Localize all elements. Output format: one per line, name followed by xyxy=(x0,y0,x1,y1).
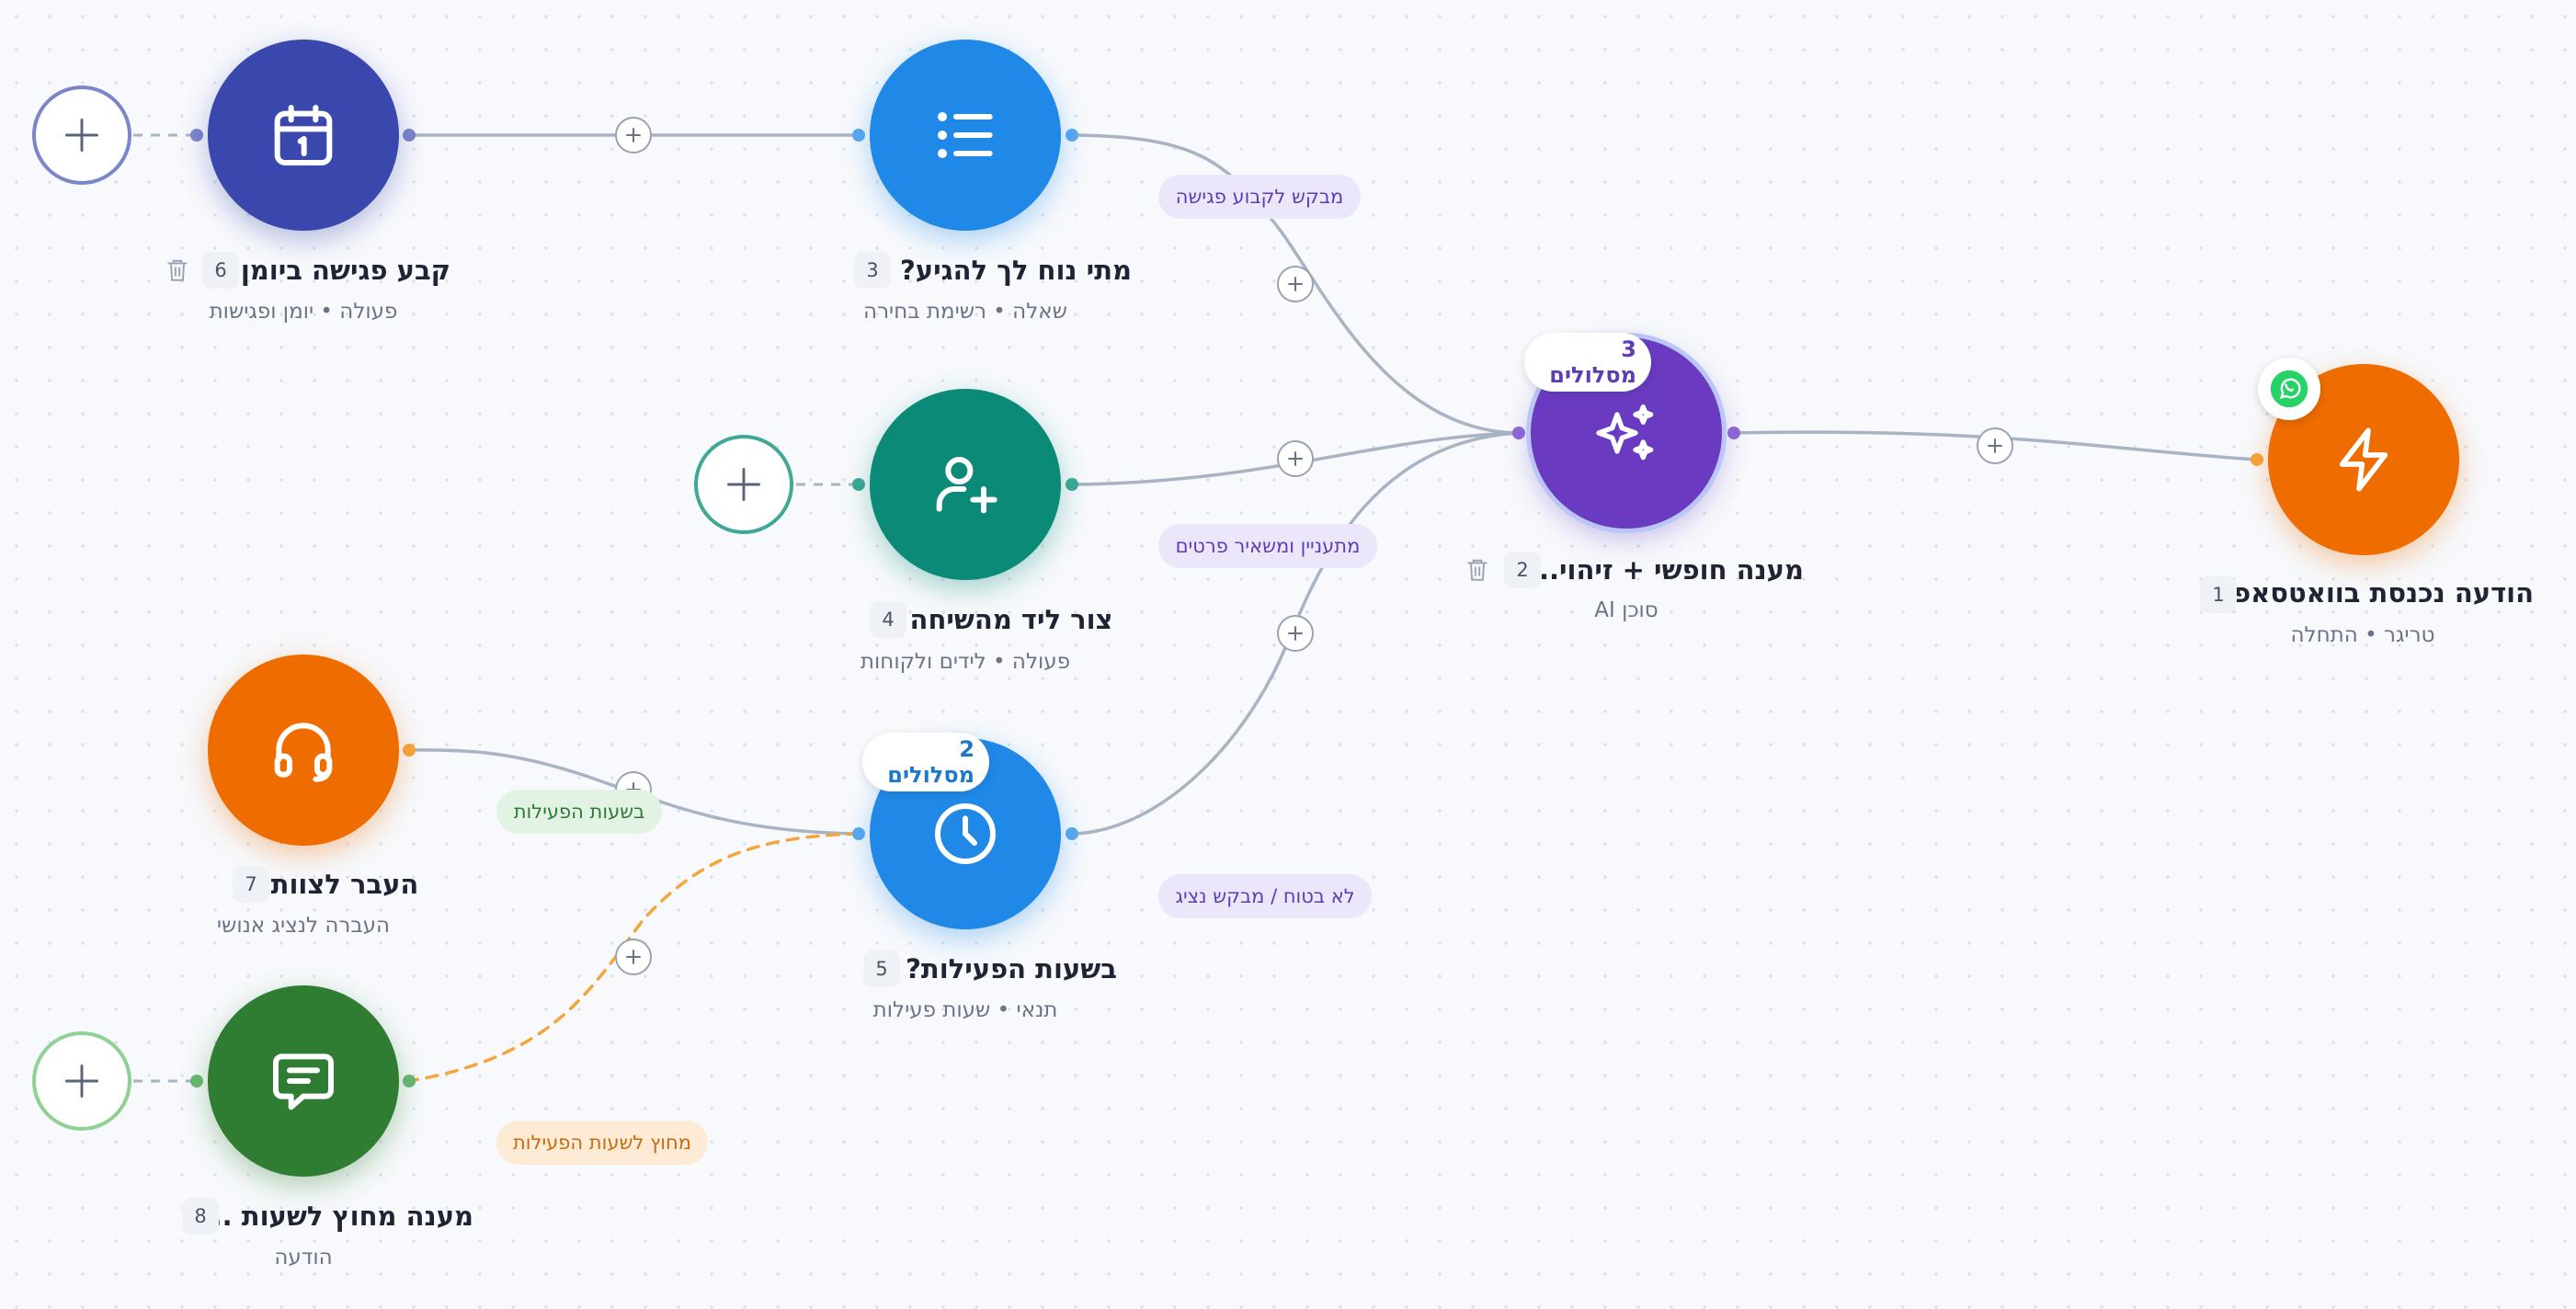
node-subtitle: פעולה • לידים ולקוחות xyxy=(860,650,1071,674)
handle xyxy=(403,129,416,142)
plus-icon xyxy=(1288,451,1303,466)
node-subtitle: סוכן AI xyxy=(1594,598,1658,622)
edge-condition-to-team xyxy=(407,748,861,836)
handle xyxy=(1066,129,1078,142)
handle xyxy=(403,1075,416,1087)
edge-trigger-to-ai xyxy=(1732,430,2259,461)
plus-icon xyxy=(65,119,98,152)
node-subtitle: פעולה • יומן ופגישות xyxy=(209,300,398,324)
delete-node-button[interactable] xyxy=(1465,557,1489,583)
list-icon xyxy=(938,112,993,158)
node-title: מענה חופשי + זיהוי... xyxy=(1528,554,1804,586)
node-subtitle: העברה לנציג אנושי xyxy=(216,914,391,938)
node-after-hours-message[interactable] xyxy=(208,985,399,1177)
handle xyxy=(852,129,865,142)
insert-step-button[interactable] xyxy=(615,939,652,975)
edge-label-interested: מתעניין ומשאיר פרטים xyxy=(1158,524,1377,568)
calendar-icon xyxy=(274,105,333,165)
edge-label-out-hours: מחוץ לשעות הפעילות xyxy=(496,1121,708,1165)
handle xyxy=(2251,453,2263,466)
plus-icon xyxy=(626,128,641,142)
plus-icon xyxy=(727,468,760,501)
node-number: 8 xyxy=(182,1198,219,1235)
edge-ai-to-lead xyxy=(1070,431,1521,486)
node-number: 7 xyxy=(233,866,269,903)
plus-icon xyxy=(1288,626,1303,641)
add-step-button[interactable] xyxy=(32,1031,131,1131)
handle xyxy=(190,129,203,142)
node-create-lead[interactable] xyxy=(870,389,1061,580)
node-title: הודעה נכנסת בוואטסאפ xyxy=(2233,577,2534,609)
node-number: 5 xyxy=(863,950,900,987)
plus-icon xyxy=(65,1064,98,1098)
edge-ai-to-question xyxy=(1070,133,1521,435)
plus-icon xyxy=(1988,438,2002,453)
node-schedule-meeting[interactable] xyxy=(208,40,399,231)
edge-label-meeting: מבקש לקבוע פגישה xyxy=(1158,175,1361,219)
routes-badge: 3 מסלולים xyxy=(1524,333,1651,392)
node-title: קבע פגישה ביומן xyxy=(240,255,450,286)
delete-node-button[interactable] xyxy=(165,257,189,283)
plus-icon xyxy=(626,950,641,964)
node-number: 6 xyxy=(202,252,239,289)
node-transfer-team[interactable] xyxy=(208,654,399,846)
trash-icon xyxy=(167,259,188,281)
node-subtitle: הודעה xyxy=(274,1246,333,1269)
handle xyxy=(1512,427,1525,439)
node-subtitle: טריגר • התחלה xyxy=(2290,623,2435,647)
handle xyxy=(403,744,416,757)
edge-condition-to-after-hours xyxy=(407,832,861,1083)
handle xyxy=(190,1075,203,1087)
node-number: 2 xyxy=(1504,552,1541,588)
edge-label-unsure: לא בטוח / מבקש נציג xyxy=(1158,874,1372,918)
user-plus-icon xyxy=(936,457,997,514)
insert-step-button[interactable] xyxy=(1277,615,1314,652)
sparkles-icon xyxy=(1596,404,1654,461)
handle xyxy=(1727,427,1740,439)
handle xyxy=(1066,827,1078,840)
lightning-icon xyxy=(2339,427,2388,492)
trash-icon xyxy=(1467,559,1487,581)
add-step-button[interactable] xyxy=(694,435,793,534)
node-title: צור ליד מהשיחה xyxy=(909,604,1113,635)
edge-label-in-hours: בשעות הפעילות xyxy=(496,790,662,834)
node-number: 4 xyxy=(870,601,906,638)
node-number: 1 xyxy=(2200,576,2237,613)
handle xyxy=(852,478,865,491)
add-step-button[interactable] xyxy=(32,85,131,185)
message-icon xyxy=(273,1053,334,1110)
insert-step-button[interactable] xyxy=(615,117,652,154)
node-subtitle: תנאי • שעות פעילות xyxy=(872,998,1058,1022)
handle xyxy=(1066,478,1078,491)
node-number: 3 xyxy=(854,252,891,289)
plus-icon xyxy=(1288,277,1303,291)
node-title: מענה מחוץ לשעות ... xyxy=(201,1201,473,1232)
node-title: העבר לצוות xyxy=(270,869,419,900)
node-title: מתי נוח לך להגיע? xyxy=(899,255,1133,286)
headset-icon xyxy=(274,723,333,782)
node-title: בשעות הפעילות? xyxy=(906,953,1117,985)
insert-step-button[interactable] xyxy=(1277,266,1314,302)
node-subtitle: שאלה • רשימת בחירה xyxy=(863,300,1067,324)
whatsapp-icon xyxy=(2258,358,2320,420)
clock-icon xyxy=(935,803,996,864)
insert-step-button[interactable] xyxy=(1977,427,2013,464)
node-question[interactable] xyxy=(870,40,1061,231)
insert-step-button[interactable] xyxy=(1277,440,1314,477)
routes-badge: 2 מסלולים xyxy=(862,733,989,791)
handle xyxy=(852,827,865,840)
